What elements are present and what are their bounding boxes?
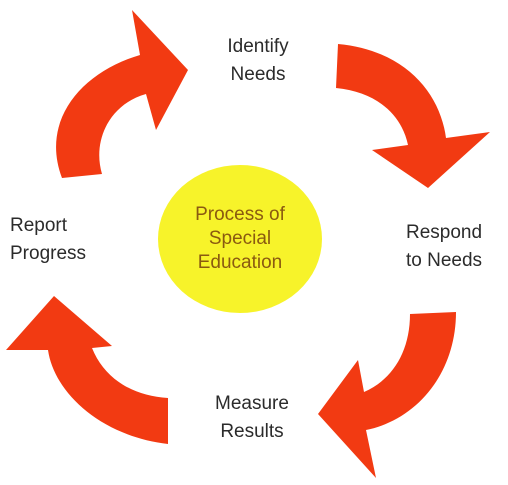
arrow-respond-to-measure	[318, 312, 456, 478]
step-label-line: Respond	[405, 222, 483, 243]
center-label-line: Education	[197, 252, 283, 273]
step-label-line: Report	[10, 215, 68, 236]
step-label-line: Progress	[10, 243, 87, 264]
step-label-identify-needs: Identify Needs	[196, 33, 320, 89]
step-label-measure-results: Measure Results	[190, 390, 314, 446]
step-label-line: Needs	[230, 64, 286, 85]
step-label-line: Identify	[227, 36, 289, 57]
center-label: Process of Special Education	[175, 203, 305, 275]
step-label-line: Results	[220, 421, 284, 442]
arrow-measure-to-report	[6, 296, 168, 444]
arrow-report-to-identify	[56, 10, 188, 178]
step-label-line: to Needs	[405, 250, 483, 271]
arrow-identify-to-respond	[336, 44, 490, 188]
step-label-respond-to-needs: Respond to Needs	[380, 219, 508, 275]
center-circle: Process of Special Education	[158, 165, 322, 313]
step-label-line: Measure	[215, 393, 289, 414]
step-label-report-progress: Report Progress	[0, 212, 118, 268]
center-label-line: Special	[208, 228, 272, 249]
center-label-line: Process of	[195, 204, 285, 225]
